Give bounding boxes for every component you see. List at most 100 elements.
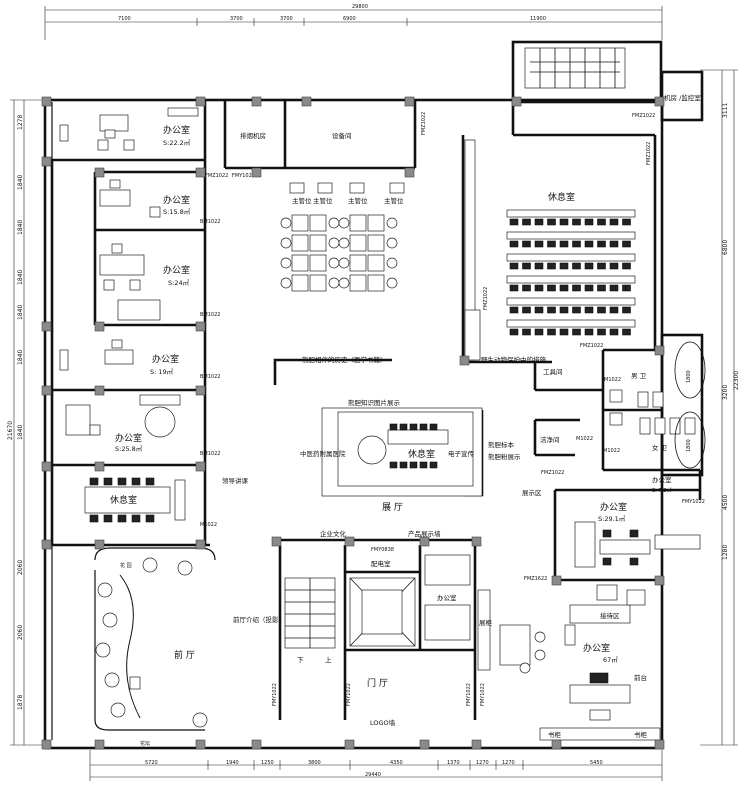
workstation-desk [367, 214, 385, 232]
structural-column [251, 167, 262, 178]
lecture-table-row [506, 231, 636, 240]
lecture-seat [509, 328, 519, 336]
office-2-furniture [99, 179, 161, 218]
animal-protection-label: 野生动物保护中的措施 [481, 355, 547, 364]
office-5-area: S:25.8㎡ [115, 444, 143, 453]
top-dim-2: 3700 [230, 16, 243, 22]
door-bm-2: BM1022 [200, 312, 220, 318]
structural-column [41, 156, 52, 167]
wc-dim-2: 1800 [686, 439, 692, 452]
lecture-seat [534, 218, 544, 226]
leader-seat-4: 主管位 [384, 196, 404, 205]
workstation-desk [349, 254, 367, 272]
core-walls [272, 538, 491, 720]
right-dim-3: 3200 [722, 385, 729, 400]
leader-chair [289, 182, 305, 194]
stair-up-label: 上 [325, 655, 332, 664]
tool-room-name: 工具间 [543, 368, 563, 376]
workstation-chair [328, 257, 340, 269]
leader-seat-1: 主管位 [292, 196, 312, 205]
machine-room-name: 机房 /监控室 [664, 93, 701, 102]
office-6-7-walls [553, 470, 702, 582]
top-dim-4: 6900 [343, 16, 356, 22]
door-bm-3: BM1022 [200, 374, 220, 380]
office-2-name: 办公室 [163, 194, 190, 206]
door-fmz-top: FMZ1022 [421, 112, 427, 135]
workstation-desk [367, 274, 385, 292]
workstation-chair [338, 257, 350, 269]
left-dim-6: 1840 [17, 350, 24, 365]
structural-column [195, 385, 206, 396]
lecture-seat [547, 262, 556, 270]
history-wall-label: 熊胆相伴的历史（医学书籍） [302, 355, 387, 364]
lecture-seat [584, 284, 594, 292]
logo-wall-label: LOGO墙 [370, 718, 396, 727]
structural-column [195, 739, 206, 750]
lecture-seat [547, 328, 556, 336]
product-wall-label: 产品展示墙 [408, 529, 441, 538]
workstation-desk [291, 254, 309, 272]
structural-column [551, 739, 562, 750]
lecture-seat [534, 328, 544, 336]
lecture-seat [534, 284, 544, 292]
lecture-seat [522, 262, 531, 270]
left-dim-9: 2060 [17, 625, 24, 640]
lecture-seat [584, 218, 594, 226]
office-4-name: 办公室 [152, 353, 179, 365]
lecture-seat [559, 284, 569, 292]
lecture-seat [584, 306, 594, 314]
office-8-area: 67㎡ [603, 655, 618, 664]
door-fmy-wc: FMY1022 [682, 499, 705, 505]
display-area-label: 展示区 [522, 489, 542, 497]
lecture-seat [609, 328, 619, 336]
lecture-table-row [506, 275, 636, 284]
door-m-1: M1022 [200, 522, 217, 528]
lecture-seat [522, 240, 531, 248]
door-fmy-v2: FMY1022 [346, 683, 352, 706]
office-8-furniture [499, 584, 661, 741]
lecture-seat [509, 240, 519, 248]
mens-wc-name: 男 卫 [631, 372, 647, 380]
left-total-dim: 21670 [7, 421, 14, 440]
rest-left-furniture [84, 477, 186, 523]
lecture-seat [622, 328, 631, 336]
left-dim-2: 1840 [17, 175, 24, 190]
left-dim-1: 1278 [17, 115, 24, 130]
structural-column [654, 345, 665, 356]
womens-wc-name: 女 卫 [652, 443, 668, 452]
workstation-chair [338, 237, 350, 249]
door-fmy-v3: FMY1022 [466, 683, 472, 706]
workstation-chair [328, 277, 340, 289]
workstation-desk [309, 254, 327, 272]
structural-column [344, 739, 355, 750]
rest-center-name: 休息室 [408, 448, 435, 460]
lecture-seat [572, 328, 581, 336]
structural-column [94, 167, 105, 178]
workstation-desk [291, 274, 309, 292]
workstation-chair [280, 257, 292, 269]
cabinet-label: 展柜 [479, 618, 493, 627]
lecture-table-row [506, 297, 636, 306]
workstation-desk [309, 214, 327, 232]
bottom-dim-2: 1940 [226, 760, 239, 766]
bottom-dim-3: 1250 [261, 760, 274, 766]
door-fmz-clean: FMZ1022 [541, 470, 564, 476]
door-fmz-machine: FMZ1022 [632, 113, 655, 119]
door-m-4: M1022 [603, 448, 620, 454]
leader-chair [349, 182, 365, 194]
leader-guide-label: 领导讲课 [222, 476, 249, 485]
structural-column [195, 461, 206, 472]
wc-dim-1: 1800 [686, 370, 692, 383]
bottom-dim-7: 1270 [476, 760, 489, 766]
workstation-desk [367, 234, 385, 252]
bottom-dim-4: 3800 [308, 760, 321, 766]
office-3-furniture [99, 243, 161, 321]
workstation-chair [280, 277, 292, 289]
office-5-name: 办公室 [115, 432, 142, 444]
lecture-table-row [506, 209, 636, 218]
office-3-name: 办公室 [163, 264, 190, 276]
right-total-dim: 22300 [733, 371, 740, 390]
structural-column [41, 385, 52, 396]
structural-column [41, 461, 52, 472]
office-1-furniture [59, 107, 199, 151]
